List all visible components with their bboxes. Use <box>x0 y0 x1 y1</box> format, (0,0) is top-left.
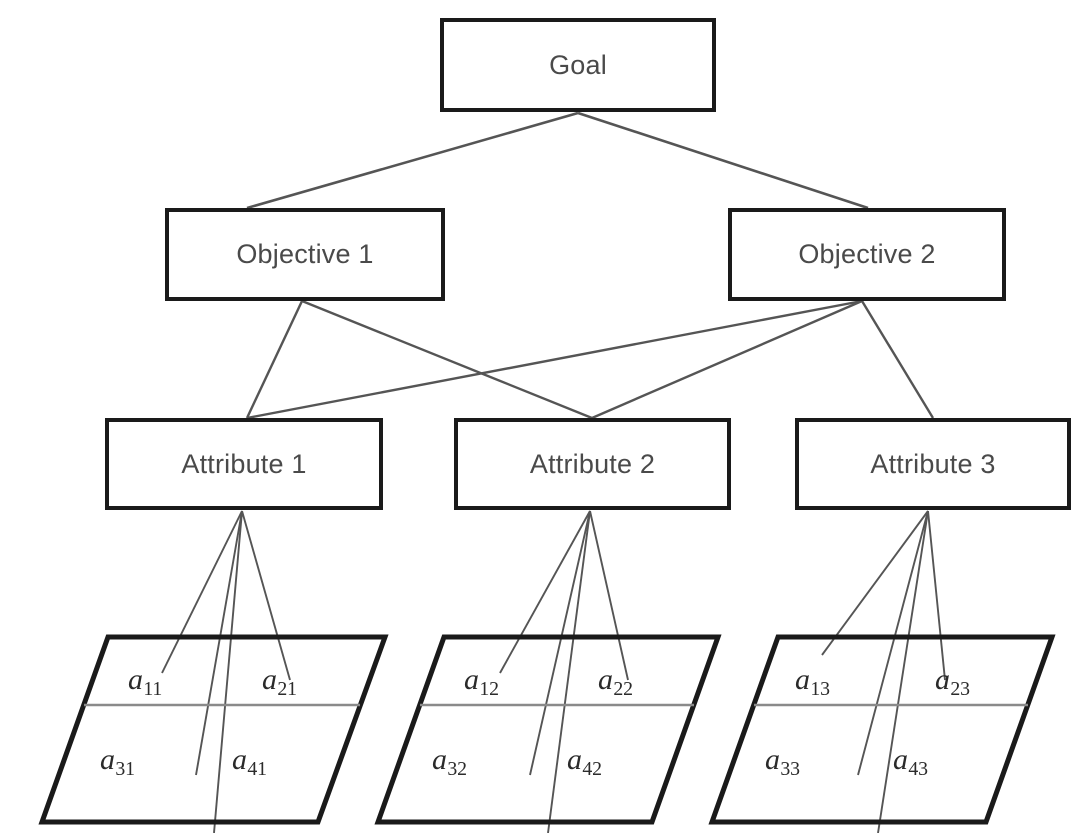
node-goal[interactable]: Goal <box>440 18 716 112</box>
matrix-cell-a21[interactable]: a21 <box>262 663 297 699</box>
edge-attribute-1-to-cell-a41 <box>213 510 243 833</box>
node-attribute-2-label: Attribute 2 <box>529 448 656 479</box>
matrix-cell-a42[interactable]: a42 <box>567 743 602 779</box>
edge-attribute-2-to-cell-a12 <box>499 510 591 674</box>
matrix-cell-a23-sub: 23 <box>950 677 970 700</box>
node-objective-1-label: Objective 1 <box>236 239 374 269</box>
edge-attribute-3-to-cell-a13 <box>821 510 929 656</box>
matrix-cell-a13-sub: 13 <box>810 677 830 700</box>
edge-objective-2-to-attribute-3 <box>860 300 935 419</box>
edge-goal-to-objective-1 <box>246 111 579 210</box>
matrix-cell-a12[interactable]: a12 <box>464 663 499 699</box>
matrix-cell-a23-base: a <box>935 663 950 696</box>
edge-attribute-1-to-cell-a11 <box>161 510 243 674</box>
node-attribute-3-label: Attribute 3 <box>870 448 996 479</box>
matrix-cell-a22[interactable]: a22 <box>598 663 633 699</box>
matrix-cell-a41-base: a <box>232 743 247 776</box>
matrix-cell-a33[interactable]: a33 <box>765 743 800 779</box>
matrix-cell-a32[interactable]: a32 <box>432 743 467 779</box>
edge-objective-1-to-attribute-2 <box>301 299 593 420</box>
matrix-cell-a13[interactable]: a13 <box>795 663 830 699</box>
matrix-3-outline <box>708 634 1056 825</box>
edge-group-attribute-1-to-matrix-1 <box>161 510 291 833</box>
node-objective-1[interactable]: Objective 1 <box>165 208 445 301</box>
matrix-cell-a43[interactable]: a43 <box>893 743 928 779</box>
matrix-3-shape <box>708 634 1056 825</box>
matrix-cell-a42-sub: 42 <box>582 757 602 780</box>
matrix-cell-a32-sub: 32 <box>447 757 467 780</box>
matrix-cell-a32-base: a <box>432 743 447 776</box>
edge-group-attribute-3-to-matrix-3 <box>821 510 946 833</box>
matrix-cell-a31-base: a <box>100 743 115 776</box>
edge-attribute-3-to-cell-a23 <box>927 510 946 681</box>
edge-attribute-3-to-cell-a33 <box>857 510 929 776</box>
matrix-cell-a21-sub: 21 <box>277 677 297 700</box>
matrix-cell-a33-sub: 33 <box>780 757 800 780</box>
matrix-1-shape <box>38 634 389 825</box>
edge-attribute-2-to-cell-a42 <box>547 510 591 833</box>
edge-group-objectives-to-attributes <box>245 299 935 420</box>
matrix-cell-a41-sub: 41 <box>247 757 267 780</box>
edge-attribute-2-to-cell-a32 <box>529 510 591 776</box>
matrix-cell-a31[interactable]: a31 <box>100 743 135 779</box>
matrix-2-shape <box>374 634 722 825</box>
node-attribute-1[interactable]: Attribute 1 <box>105 418 383 510</box>
matrix-cell-a11[interactable]: a11 <box>128 663 162 699</box>
matrix-cell-a43-base: a <box>893 743 908 776</box>
matrix-cell-a23[interactable]: a23 <box>935 663 970 699</box>
edge-objective-2-to-attribute-2 <box>591 299 863 420</box>
matrix-cell-a11-sub: 11 <box>143 677 163 700</box>
edge-attribute-1-to-cell-a21 <box>241 510 291 681</box>
node-attribute-3[interactable]: Attribute 3 <box>795 418 1071 510</box>
matrix-cell-a12-sub: 12 <box>479 677 499 700</box>
edge-attribute-2-to-cell-a22 <box>589 510 629 681</box>
edge-goal-to-objective-2 <box>577 111 869 210</box>
matrix-cell-a21-base: a <box>262 663 277 696</box>
matrix-cell-a22-base: a <box>598 663 613 696</box>
matrix-cell-a13-base: a <box>795 663 810 696</box>
matrix-cell-a12-base: a <box>464 663 479 696</box>
edge-attribute-3-to-cell-a43 <box>877 510 929 833</box>
edge-attribute-1-to-cell-a31 <box>195 510 243 776</box>
matrix-cell-a42-base: a <box>567 743 582 776</box>
node-goal-label: Goal <box>549 49 607 80</box>
matrix-cell-a33-base: a <box>765 743 780 776</box>
matrix-1-outline <box>38 634 389 825</box>
matrix-cell-a43-sub: 43 <box>908 757 928 780</box>
edge-group-goal-to-objectives <box>246 111 869 210</box>
matrix-cell-a22-sub: 22 <box>613 677 633 700</box>
matrix-cell-a11-base: a <box>128 663 143 696</box>
node-objective-2-label: Objective 2 <box>798 239 936 269</box>
node-attribute-2[interactable]: Attribute 2 <box>454 418 731 510</box>
matrix-2-outline <box>374 634 722 825</box>
edge-group-attribute-2-to-matrix-2 <box>499 510 629 833</box>
matrix-cell-a31-sub: 31 <box>115 757 135 780</box>
node-attribute-1-label: Attribute 1 <box>181 448 307 479</box>
edge-objective-2-to-attribute-1 <box>246 299 863 420</box>
node-objective-2[interactable]: Objective 2 <box>728 208 1006 301</box>
matrix-cell-a41[interactable]: a41 <box>232 743 267 779</box>
edge-objective-1-to-attribute-1 <box>245 300 304 419</box>
